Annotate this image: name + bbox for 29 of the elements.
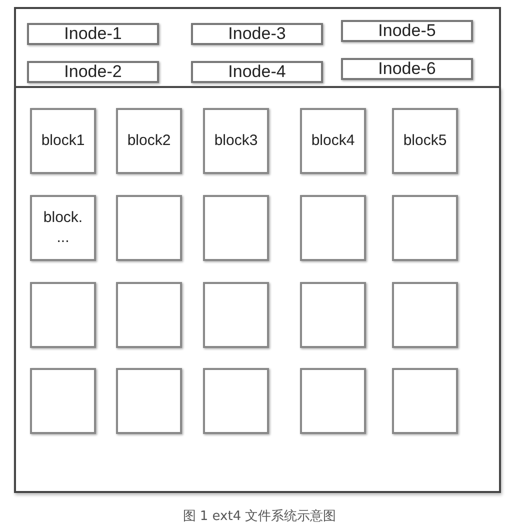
block-box bbox=[392, 368, 458, 434]
block-box bbox=[30, 368, 96, 434]
block-box: block2 bbox=[116, 108, 182, 174]
block-box bbox=[116, 195, 182, 261]
block-box bbox=[300, 195, 366, 261]
block-area bbox=[14, 87, 501, 493]
inode-area bbox=[14, 7, 501, 88]
block-box: block3 bbox=[203, 108, 269, 174]
block-box: block5 bbox=[392, 108, 458, 174]
block-box bbox=[300, 282, 366, 348]
block-box bbox=[392, 282, 458, 348]
block-box bbox=[392, 195, 458, 261]
inode-box: Inode-6 bbox=[341, 58, 473, 80]
block-box: block1 bbox=[30, 108, 96, 174]
inode-box: Inode-3 bbox=[191, 23, 323, 45]
inode-box: Inode-5 bbox=[341, 20, 473, 42]
block-box bbox=[203, 282, 269, 348]
caption: 图 1 ext4 文件系统示意图 bbox=[182, 508, 338, 525]
block-box bbox=[116, 282, 182, 348]
block-box bbox=[30, 282, 96, 348]
inode-box: Inode-1 bbox=[27, 23, 159, 45]
block-box: block4 bbox=[300, 108, 366, 174]
block-box bbox=[203, 195, 269, 261]
block-box: block. ... bbox=[30, 195, 96, 261]
inode-box: Inode-4 bbox=[191, 61, 323, 83]
block-box bbox=[300, 368, 366, 434]
block-box bbox=[116, 368, 182, 434]
block-box bbox=[203, 368, 269, 434]
inode-box: Inode-2 bbox=[27, 61, 159, 83]
